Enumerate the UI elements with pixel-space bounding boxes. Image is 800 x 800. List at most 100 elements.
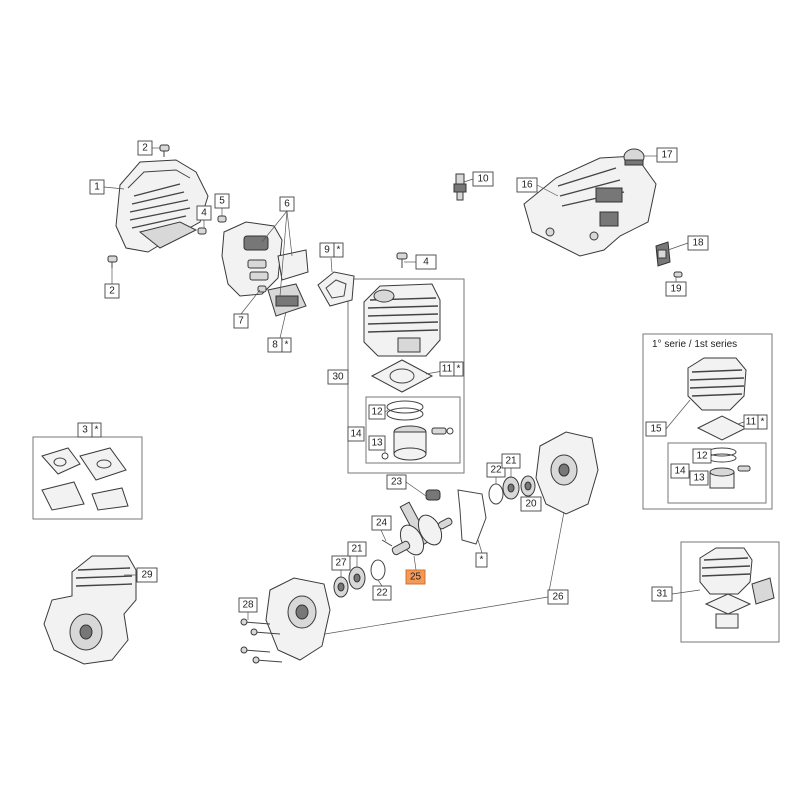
label-27[interactable]: 27 — [331, 555, 351, 571]
svg-text:31: 31 — [656, 589, 668, 600]
first-series-piston-frame — [667, 442, 767, 504]
svg-text:*: * — [285, 340, 289, 351]
screw-19-part — [673, 271, 683, 278]
muffler-part — [221, 221, 309, 317]
label-31[interactable]: 31 — [651, 586, 673, 602]
piston-rings-part — [386, 400, 424, 421]
svg-text:28: 28 — [242, 600, 254, 611]
crankcase-gasket-part — [457, 489, 487, 545]
gasket-kit-part — [41, 447, 129, 511]
svg-text:*: * — [761, 417, 765, 428]
label-2-top[interactable]: 2 — [137, 140, 153, 156]
svg-text:2: 2 — [109, 286, 115, 297]
label-11[interactable]: 11* — [439, 361, 464, 377]
first-series-title: 1° serie / 1st series — [652, 339, 737, 350]
svg-text:23: 23 — [391, 477, 403, 488]
label-7[interactable]: 7 — [233, 313, 249, 329]
label-18[interactable]: 18 — [687, 235, 709, 251]
svg-text:21: 21 — [351, 544, 363, 555]
air-filter-cover-part — [115, 159, 209, 253]
engine-shroud-part — [523, 155, 657, 257]
svg-text:8: 8 — [272, 340, 278, 351]
screw-4b-part — [396, 252, 408, 268]
svg-text:25: 25 — [410, 572, 422, 583]
label-19[interactable]: 19 — [665, 281, 687, 297]
svg-text:14: 14 — [674, 466, 686, 477]
kit-31-frame — [680, 541, 780, 643]
label-16[interactable]: 16 — [516, 177, 538, 193]
bearing-21a-part — [348, 566, 366, 590]
label-22-right[interactable]: 22 — [486, 462, 506, 478]
svg-text:13: 13 — [693, 473, 705, 484]
kit-31-part — [699, 547, 775, 629]
svg-text:12: 12 — [696, 451, 708, 462]
label-21-right[interactable]: 21 — [501, 453, 521, 469]
svg-text:3: 3 — [82, 425, 88, 436]
label-2-bottom[interactable]: 2 — [104, 283, 120, 299]
label-29[interactable]: 29 — [136, 567, 158, 583]
label-10[interactable]: 10 — [472, 171, 494, 187]
label-3[interactable]: 3* — [77, 422, 102, 438]
screw-5-part — [217, 215, 227, 223]
label-4-right[interactable]: 4 — [415, 254, 437, 270]
svg-text:11: 11 — [746, 417, 757, 428]
label-4-left[interactable]: 4 — [196, 205, 212, 221]
first-series-frame — [642, 333, 773, 510]
label-30[interactable]: 30 — [327, 369, 349, 385]
svg-text:22: 22 — [376, 588, 388, 599]
label-24[interactable]: 24 — [371, 515, 392, 531]
label-1[interactable]: 1 — [89, 179, 105, 195]
pin-24-part — [381, 539, 393, 547]
label-11-series[interactable]: 11 * — [743, 414, 768, 430]
svg-text:22: 22 — [490, 465, 502, 476]
label-22-left[interactable]: 22 — [372, 585, 392, 601]
label-14[interactable]: 14 — [347, 426, 365, 442]
svg-text:20: 20 — [525, 499, 537, 510]
label-9[interactable]: 9* — [319, 242, 344, 258]
screw-2-bottom-part — [107, 255, 118, 268]
label-15[interactable]: 15 — [645, 421, 667, 437]
label-5[interactable]: 5 — [214, 193, 230, 209]
svg-text:6: 6 — [284, 199, 290, 210]
svg-text:14: 14 — [350, 429, 362, 440]
svg-text:18: 18 — [692, 238, 704, 249]
screw-4-part — [197, 227, 207, 235]
label-25[interactable]: 25 — [405, 569, 426, 585]
svg-text:30: 30 — [332, 372, 344, 383]
bolts-28-part — [240, 618, 283, 664]
label-17[interactable]: 17 — [656, 147, 678, 163]
svg-text:*: * — [337, 245, 341, 256]
svg-text:27: 27 — [335, 558, 347, 569]
label-12[interactable]: 12 — [368, 404, 386, 420]
svg-text:11: 11 — [442, 364, 453, 375]
cylinder-part — [363, 283, 441, 357]
screw-2-top-part — [159, 144, 170, 157]
svg-text:19: 19 — [670, 284, 682, 295]
label-13[interactable]: 13 — [368, 435, 386, 451]
label-gasket-asterisk[interactable]: * — [475, 552, 488, 568]
label-14-series[interactable]: 14 — [670, 463, 690, 479]
piston-part — [393, 425, 454, 461]
svg-text:5: 5 — [219, 196, 225, 207]
label-12-series[interactable]: 12 — [692, 448, 712, 464]
svg-text:10: 10 — [477, 174, 489, 185]
label-21-left[interactable]: 21 — [347, 541, 367, 557]
piston-kit-frame — [365, 396, 461, 464]
muffler-gasket-part — [317, 271, 355, 307]
svg-text:26: 26 — [552, 592, 564, 603]
label-8[interactable]: 8* — [267, 337, 292, 353]
label-26[interactable]: 26 — [547, 589, 569, 605]
label-28[interactable]: 28 — [238, 597, 258, 613]
svg-text:1: 1 — [94, 182, 100, 193]
svg-text:4: 4 — [423, 257, 429, 268]
label-23[interactable]: 23 — [386, 474, 407, 490]
first-series-cylinder-part — [687, 357, 751, 489]
label-6[interactable]: 6 — [279, 196, 295, 212]
leader-lines — [103, 147, 745, 635]
label-13-series[interactable]: 13 — [689, 470, 709, 486]
bearing-21b-part — [502, 476, 520, 500]
svg-text:7: 7 — [238, 316, 244, 327]
label-20[interactable]: 20 — [520, 496, 542, 512]
engine-assembly-part — [43, 555, 137, 665]
